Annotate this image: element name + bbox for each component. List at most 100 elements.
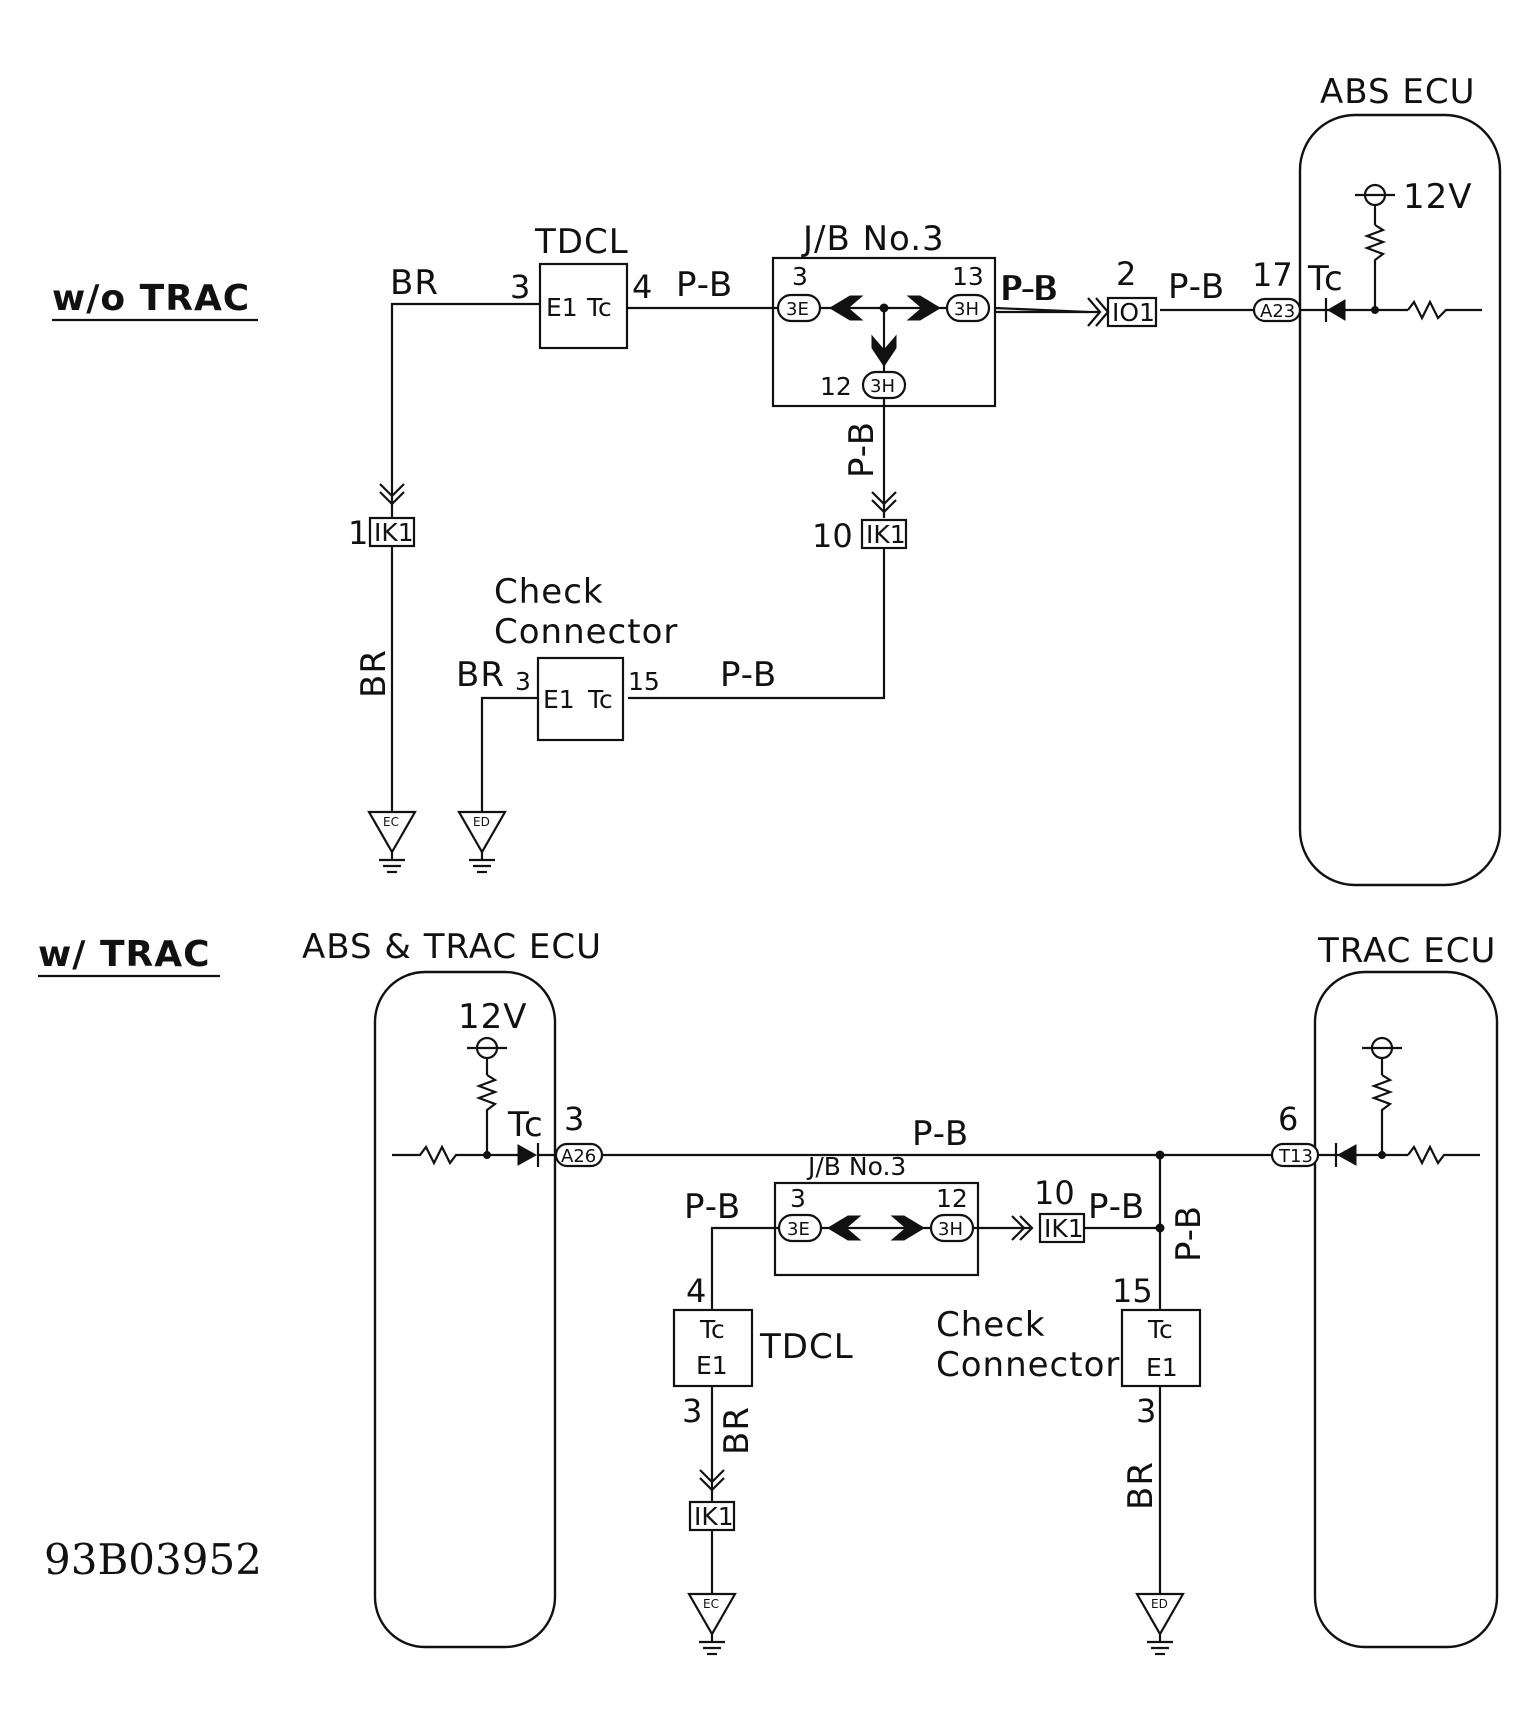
check-connector — [1120, 1308, 1202, 1388]
svg-text:IK1: IK1 — [374, 518, 414, 547]
abs-ecu-terminal: Tc — [1307, 259, 1344, 299]
wire-label-br: BR — [456, 655, 505, 695]
svg-text:3: 3 — [564, 1100, 584, 1138]
abs-ecu-body — [1298, 113, 1502, 887]
tdcl-connector — [672, 1308, 754, 1388]
wire-label-br: BR — [390, 263, 439, 303]
svg-text:A26: A26 — [561, 1146, 596, 1167]
chevron-right-icon — [906, 295, 941, 321]
svg-text:IK1: IK1 — [694, 1502, 734, 1531]
abs-trac-ecu-title: ABS & TRAC ECU — [302, 927, 602, 967]
wire-label-pb-vertical: P-B — [842, 421, 882, 478]
svg-text:10: 10 — [812, 517, 853, 555]
wire-label-br-vertical: BR — [354, 649, 394, 698]
chevron-right-icon — [890, 1215, 925, 1241]
svg-text:1: 1 — [348, 514, 368, 552]
svg-text:13: 13 — [952, 262, 984, 291]
svg-text:Tc: Tc — [587, 685, 613, 714]
svg-text:3: 3 — [792, 262, 808, 291]
svg-text:IO1: IO1 — [1112, 298, 1155, 327]
svg-text:IK1: IK1 — [866, 520, 906, 549]
resistor-icon — [1363, 224, 1387, 310]
svg-text:4: 4 — [686, 1272, 706, 1310]
svg-text:3H: 3H — [954, 299, 979, 320]
abs-ecu-voltage: 12V — [1403, 177, 1473, 217]
svg-text:E1: E1 — [543, 685, 575, 714]
resistor-icon — [1407, 299, 1482, 321]
svg-text:E1: E1 — [696, 1351, 728, 1380]
wire-label-pb: P-B — [1168, 267, 1225, 307]
svg-text:E1: E1 — [546, 293, 578, 322]
trac-ecu-body — [1313, 970, 1499, 1649]
section-label-with-trac: w/ TRAC — [38, 934, 211, 975]
svg-text:15: 15 — [1112, 1272, 1153, 1310]
wire-label-pb: P-B — [720, 655, 777, 695]
svg-text:3: 3 — [515, 667, 531, 696]
resistor-icon — [1407, 1144, 1480, 1166]
wire-label-br-vertical: BR — [1121, 1461, 1161, 1510]
connector-arrow-icon — [871, 491, 897, 506]
svg-text:T13: T13 — [1278, 1146, 1313, 1167]
svg-text:15: 15 — [628, 667, 660, 696]
wire-label-pb: P-B — [1000, 269, 1057, 309]
svg-text:Tc: Tc — [507, 1105, 544, 1145]
ecu-pin-17: 17 — [1252, 256, 1293, 294]
connector-ik1 — [368, 516, 416, 548]
top-section: w/o TRAC ABS ECU 12V Tc A23 17 P-B IO1 2… — [52, 72, 1502, 887]
connector-t13 — [1270, 1142, 1320, 1168]
tdcl-title: TDCL — [759, 1327, 854, 1367]
bottom-section: w/ TRAC ABS & TRAC ECU 12V Tc A26 3 P-B … — [38, 927, 1499, 1656]
connector-arrow-icon — [379, 483, 405, 498]
check-connector — [536, 656, 625, 742]
diode-icon — [1327, 299, 1346, 321]
svg-text:A23: A23 — [1260, 301, 1295, 322]
resistor-icon — [392, 1144, 518, 1166]
svg-text:3: 3 — [790, 1184, 806, 1213]
svg-text:IK1: IK1 — [1044, 1214, 1084, 1243]
wire-label-br-vertical: BR — [717, 1406, 757, 1455]
resistor-icon — [475, 1074, 499, 1155]
trac-ecu-title: TRAC ECU — [1317, 931, 1496, 971]
svg-text:3: 3 — [682, 1392, 702, 1430]
svg-text:12: 12 — [820, 372, 852, 401]
svg-text:ED: ED — [473, 815, 490, 829]
connector-arrow-icon — [699, 1469, 725, 1484]
svg-text:3E: 3E — [787, 1219, 810, 1240]
junction-block-title: J/B No.3 — [806, 1152, 906, 1181]
figure-id: 93B03952 — [44, 1535, 262, 1584]
svg-text:EC: EC — [383, 815, 399, 829]
tdcl-connector — [538, 262, 629, 350]
svg-text:Connector: Connector — [494, 612, 678, 652]
chevron-left-icon — [827, 1215, 862, 1241]
abs-ecu-title: ABS ECU — [1320, 72, 1475, 112]
svg-text:Tc: Tc — [1147, 1315, 1173, 1344]
svg-text:3: 3 — [1136, 1392, 1156, 1430]
wire-label-pb: P-B — [1002, 269, 1059, 309]
chevron-down-icon — [871, 334, 897, 367]
svg-text:ED: ED — [1151, 1597, 1168, 1611]
svg-text:Tc: Tc — [586, 293, 612, 322]
svg-text:10: 10 — [1034, 1174, 1075, 1212]
svg-text:3H: 3H — [870, 376, 895, 397]
svg-text:Connector: Connector — [936, 1345, 1120, 1385]
tdcl-title: TDCL — [534, 222, 629, 262]
wire-label-pb-vertical: P-B — [1169, 1205, 1209, 1262]
svg-text:12V: 12V — [458, 997, 528, 1037]
svg-text:Tc: Tc — [699, 1315, 725, 1344]
svg-text:E1: E1 — [1146, 1353, 1178, 1382]
connector-ik1 — [1038, 1212, 1086, 1244]
section-label-without-trac: w/o TRAC — [52, 278, 250, 319]
chevron-left-icon — [829, 295, 864, 321]
wire-label-pb: P-B — [676, 265, 733, 305]
io1-pin: 2 — [1116, 255, 1136, 293]
resistor-icon — [1370, 1074, 1394, 1155]
svg-text:3H: 3H — [938, 1219, 963, 1240]
svg-text:12: 12 — [936, 1184, 968, 1213]
check-connector-title: Check — [494, 572, 604, 612]
diode-icon — [517, 1144, 538, 1166]
svg-text:3: 3 — [510, 268, 530, 306]
svg-text:6: 6 — [1278, 1100, 1298, 1138]
svg-text:EC: EC — [703, 1597, 719, 1611]
svg-text:3E: 3E — [786, 299, 809, 320]
